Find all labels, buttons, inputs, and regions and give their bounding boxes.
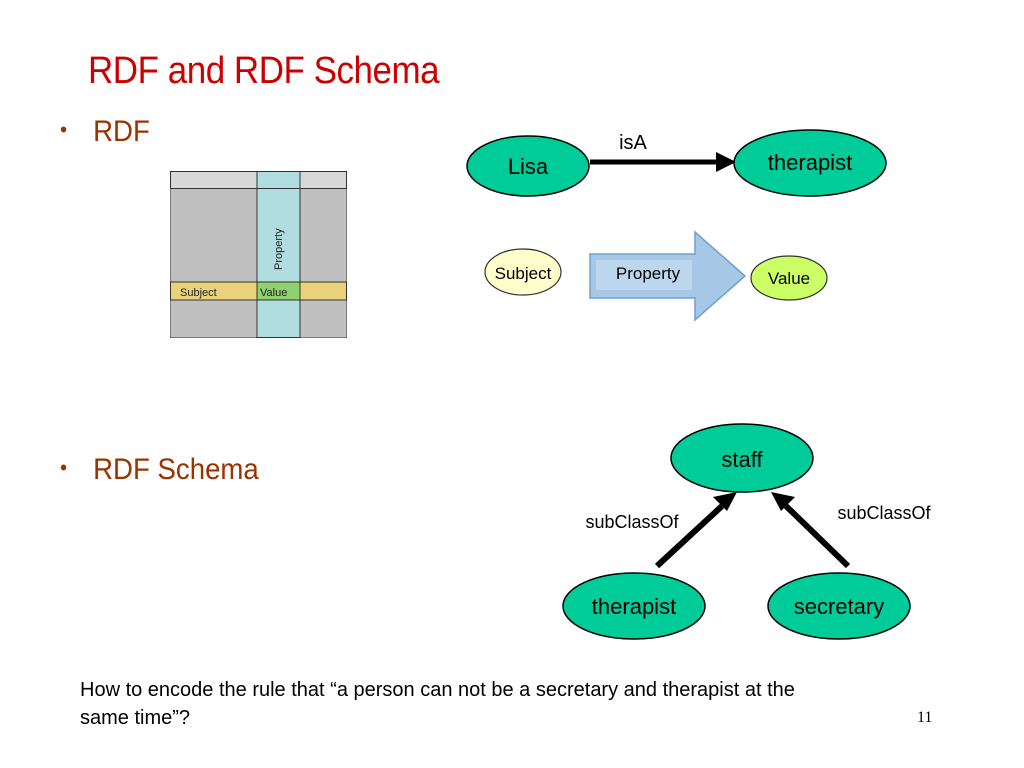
node-lisa [466, 135, 590, 197]
table-property-label: Property [273, 228, 285, 270]
isa-arrowhead-icon [716, 152, 736, 172]
node-secretary [767, 572, 911, 640]
legend-subject-label: Subject [495, 264, 552, 283]
subclassof-arrowhead-right-icon [771, 492, 795, 511]
node-secretary-label: secretary [794, 594, 884, 619]
table-value-label: Value [260, 287, 287, 299]
table-subject-label: Subject [180, 287, 217, 299]
subclassof-edge-right [783, 503, 851, 569]
subclassof-label-left: subClassOf [585, 512, 679, 532]
bullet-dot-icon: • [60, 455, 68, 480]
node-staff [670, 423, 814, 493]
node-therapist-bottom-label: therapist [592, 594, 676, 619]
subclassof-label-right: subClassOf [837, 503, 931, 523]
node-therapist-top-label: therapist [768, 150, 852, 175]
bullet-rdf-label: RDF [93, 115, 150, 148]
node-lisa-label: Lisa [508, 154, 549, 179]
bullet-dot-icon: • [60, 117, 68, 142]
rdf-table-illustration: Property Subject Value [170, 171, 347, 338]
legend-property-label: Property [616, 264, 681, 283]
isa-edge-label: isA [619, 132, 647, 154]
question-text: How to encode the rule that “a person ca… [80, 679, 795, 729]
bullet-schema-label: RDF Schema [93, 453, 259, 486]
legend-subject-node [484, 248, 562, 296]
subclassof-edge-left [654, 503, 725, 569]
node-therapist-top [733, 129, 887, 197]
bullet-rdf: • RDF [60, 115, 150, 149]
legend-value-node [750, 255, 828, 301]
slide-title: RDF and RDF Schema [88, 50, 440, 92]
legend-property-arrow [589, 230, 747, 322]
node-staff-label: staff [721, 447, 763, 472]
page-number: 11 [917, 709, 933, 726]
bullet-rdf-schema: • RDF Schema [60, 453, 259, 487]
node-therapist-bottom [562, 572, 706, 640]
subclassof-arrowhead-left-icon [713, 492, 737, 511]
legend-value-label: Value [768, 269, 810, 288]
